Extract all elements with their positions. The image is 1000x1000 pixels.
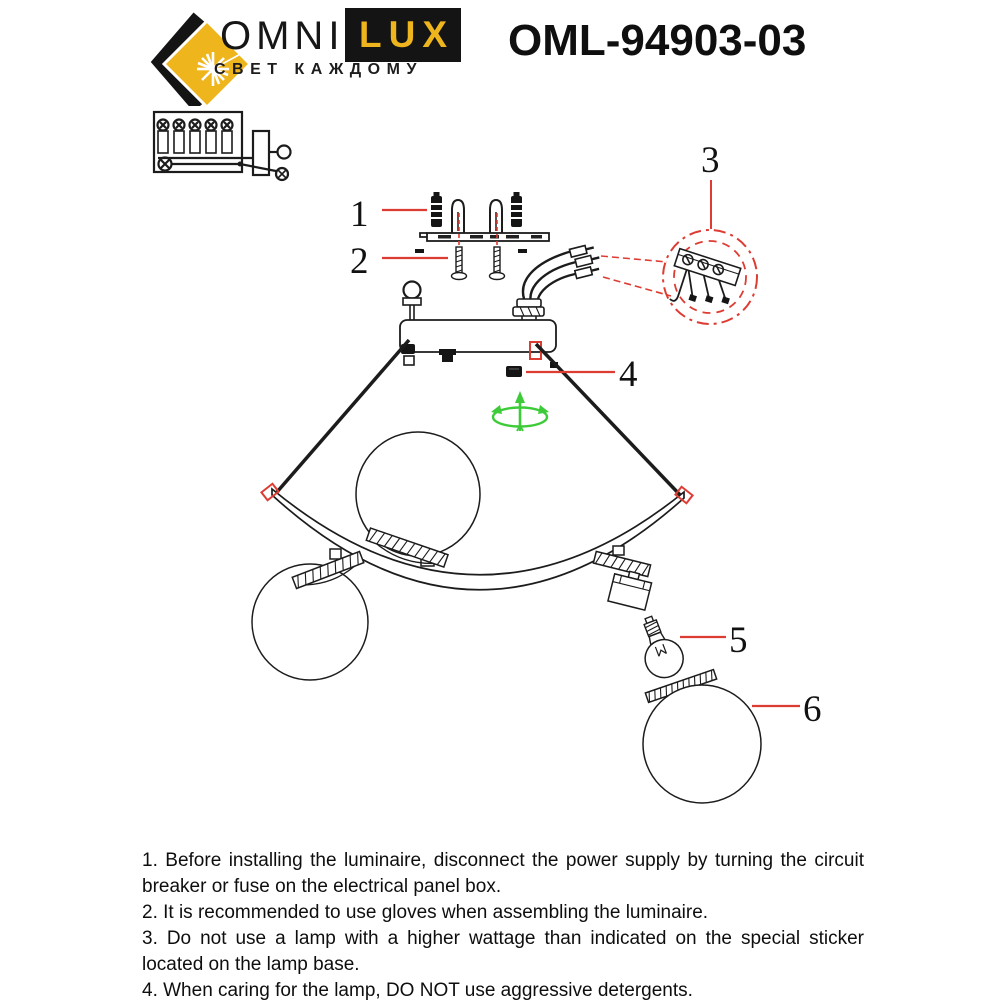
callout-6-label: 6 <box>803 689 822 730</box>
wire-connectors <box>568 244 600 280</box>
chevron-shape <box>150 12 207 106</box>
rotate-direction-icon <box>491 391 549 432</box>
ceiling-canopy <box>275 280 684 499</box>
callout-4-label: 4 <box>619 354 638 395</box>
lamp-holder-plate <box>592 550 652 578</box>
flat-clip <box>415 249 424 253</box>
flat-clip <box>518 249 527 253</box>
wiring-schematic <box>152 110 292 182</box>
callout-5-label: 5 <box>729 620 748 661</box>
instruction-4: 4. When caring for the lamp, DO NOT use … <box>142 980 693 1000</box>
canopy-body <box>399 319 557 353</box>
magnifier-outer-circle <box>662 229 758 325</box>
ground-terminal <box>274 166 290 182</box>
fixing-nut <box>439 349 456 355</box>
lamp-holder-plate <box>291 550 365 590</box>
magnifier-wedge-line <box>600 255 668 263</box>
strain-relief <box>512 298 545 321</box>
callout-1-label: 1 <box>350 194 369 235</box>
holder-connector <box>329 548 342 560</box>
model-number: OML-94903-03 <box>508 16 807 65</box>
frame-arc <box>271 487 685 591</box>
holder-connector <box>612 545 625 556</box>
frame-rod-right <box>534 342 684 499</box>
brand-name: OMNI <box>220 14 345 58</box>
glass-globe-left <box>251 563 369 681</box>
hook-screw <box>486 198 506 238</box>
arc-end-cap-right <box>674 485 694 505</box>
brand-tagline: СВЕТ КАЖДОМУ <box>214 61 423 78</box>
instruction-2: 2. It is recommended to use gloves when … <box>142 902 709 923</box>
hook-screw <box>448 198 468 238</box>
lamp-holder-plate <box>365 527 449 568</box>
lamp-terminal <box>276 144 292 160</box>
arc-end-cap-left <box>260 482 280 502</box>
brand-logo-icon <box>150 12 253 106</box>
wall-anchors-and-hooks <box>431 192 522 238</box>
light-bulb <box>643 615 684 679</box>
callout-3-label: 3 <box>701 140 720 181</box>
safety-instructions: 1. Before installing the luminaire, disc… <box>142 848 864 1000</box>
brand-lux-box: LUX <box>345 8 461 62</box>
callout-2-label: 2 <box>350 241 369 282</box>
wall-anchor <box>431 192 442 227</box>
instruction-3: 3. Do not use a lamp with a higher watta… <box>142 928 864 975</box>
decorative-nut <box>506 366 522 377</box>
mounting-bar <box>419 232 550 242</box>
wall-anchor <box>511 192 522 227</box>
terminal-screws <box>156 118 234 154</box>
hanging-loop <box>402 280 422 300</box>
magnified-terminal-block <box>669 247 742 305</box>
magnifier-wedge-line <box>602 276 672 297</box>
glass-globe-bottom <box>642 684 762 804</box>
brand-lux-label: LUX <box>359 14 454 55</box>
wire-bundle <box>512 244 600 321</box>
frame-rod-left <box>275 338 411 494</box>
magnifier-inner-circle <box>673 240 747 314</box>
lamp-socket <box>607 570 653 612</box>
mounting-screw <box>488 246 506 281</box>
mounting-screw <box>450 246 468 281</box>
starburst-shape <box>197 50 247 86</box>
instruction-1: 1. Before installing the luminaire, disc… <box>142 850 864 897</box>
